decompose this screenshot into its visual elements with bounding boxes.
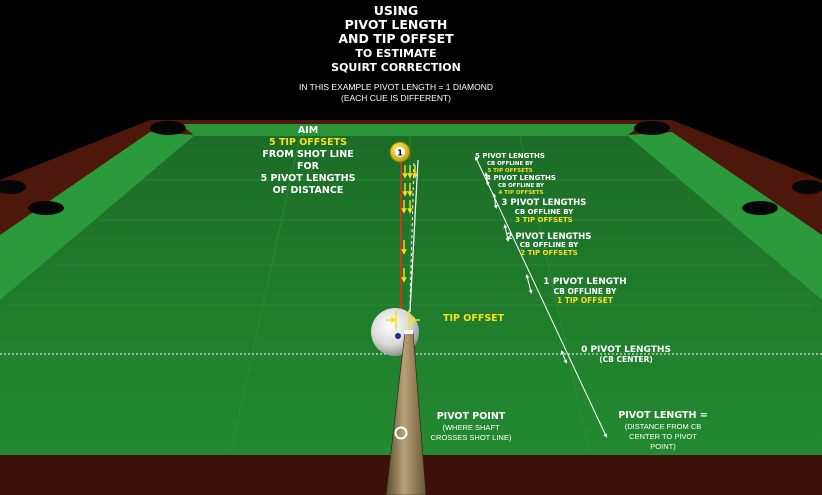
pivot-marker-2-detail: CB OFFLINE BY (520, 241, 580, 249)
pivot-marker-1-heading: 1 PIVOT LENGTH (543, 277, 626, 287)
pivot-marker-4-heading: 4 PIVOT LENGTHS (486, 174, 556, 182)
pocket-top-right (634, 121, 670, 135)
object-ball: 1 (389, 141, 411, 163)
pivot-marker-0-heading: 0 PIVOT LENGTHS (581, 345, 671, 355)
pivot-marker-1-detail: CB OFFLINE BY (554, 287, 617, 296)
subtitle-line-1: IN THIS EXAMPLE PIVOT LENGTH = 1 DIAMOND (299, 82, 493, 92)
pivot-point-note-line-2: (WHERE SHAFT (442, 423, 500, 432)
pool-table (0, 120, 822, 495)
aim-note-line-5: 5 PIVOT LENGTHS (261, 173, 356, 184)
pivot-marker-3: 3 PIVOT LENGTHS CB OFFLINE BY 3 TIP OFFS… (502, 198, 587, 224)
pocket-far-right-corner (792, 180, 822, 194)
title-line-3: AND TIP OFFSET (338, 31, 454, 46)
title-line-2: PIVOT LENGTH (345, 17, 448, 32)
pocket-right-side (742, 201, 778, 215)
pivot-marker-5: 5 PIVOT LENGTHS CB OFFLINE BY 5 TIP OFFS… (475, 152, 545, 174)
pivot-marker-1: 1 PIVOT LENGTH CB OFFLINE BY 1 TIP OFFSE… (543, 277, 626, 305)
pivot-marker-4-detail: CB OFFLINE BY (498, 183, 545, 189)
top-cushion (180, 124, 642, 136)
pocket-far-left-corner (0, 180, 26, 194)
aim-note-line-6: OF DISTANCE (273, 185, 344, 196)
pivot-point-marker (394, 426, 408, 440)
tip-offset-label: TIP OFFSET (443, 313, 505, 324)
title-line-5: SQUIRT CORRECTION (331, 61, 461, 74)
pivot-marker-4-highlight: 4 TIP OFFSETS (498, 190, 543, 196)
pivot-scale-ticks (484, 172, 568, 364)
pivot-length-scale-line (475, 156, 607, 438)
pivot-point-note-line-3: CROSSES SHOT LINE) (431, 433, 512, 442)
pivot-marker-2-heading: 2 PIVOT LENGTHS (507, 232, 592, 242)
right-cushion (627, 132, 822, 300)
pivot-point-note-line-1: PIVOT POINT (437, 411, 506, 422)
pocket-left-side (28, 201, 64, 215)
pivot-length-note-line-3: CENTER TO PIVOT (629, 432, 697, 441)
title-line-4: TO ESTIMATE (355, 47, 436, 60)
pocket-top-left (150, 121, 186, 135)
object-ball-number: 1 (397, 149, 403, 158)
pivot-marker-3-heading: 3 PIVOT LENGTHS (502, 198, 587, 208)
pivot-length-note: PIVOT LENGTH = (DISTANCE FROM CB CENTER … (618, 410, 707, 451)
pivot-marker-3-detail: CB OFFLINE BY (515, 208, 575, 216)
aim-note-line-3: FROM SHOT LINE (262, 149, 353, 160)
aim-note-line-4: FOR (297, 161, 320, 172)
pivot-marker-0: 0 PIVOT LENGTHS (CB CENTER) (581, 345, 671, 364)
pivot-marker-2-highlight: 2 TIP OFFSETS (520, 249, 577, 257)
pivot-point-note: PIVOT POINT (WHERE SHAFT CROSSES SHOT LI… (431, 411, 512, 442)
pivot-marker-5-heading: 5 PIVOT LENGTHS (475, 152, 545, 160)
subtitle-line-2: (EACH CUE IS DIFFERENT) (341, 93, 451, 103)
pivot-marker-4: 4 PIVOT LENGTHS CB OFFLINE BY 4 TIP OFFS… (486, 174, 556, 196)
pivot-marker-0-detail: (CB CENTER) (599, 355, 653, 364)
cue-tip (404, 330, 413, 334)
left-cushion (0, 132, 195, 300)
diagram-title: USING PIVOT LENGTH AND TIP OFFSET TO EST… (331, 3, 461, 74)
pivot-length-note-line-2: (DISTANCE FROM CB (625, 422, 702, 431)
title-line-1: USING (374, 3, 419, 18)
pivot-length-note-line-1: PIVOT LENGTH = (618, 410, 707, 421)
aim-note-line-1: AIM (298, 125, 318, 136)
pivot-length-note-line-4: POINT) (650, 442, 676, 451)
pivot-marker-3-highlight: 3 TIP OFFSETS (515, 216, 572, 224)
tip-offset-arrows (401, 165, 418, 283)
aim-note-line-2: 5 TIP OFFSETS (269, 137, 347, 148)
tip-offset-indicator (386, 310, 420, 330)
pivot-marker-2: 2 PIVOT LENGTHS CB OFFLINE BY 2 TIP OFFS… (507, 232, 592, 257)
pivot-marker-5-detail: CB OFFLINE BY (487, 161, 534, 167)
aim-line (409, 159, 419, 313)
diagram-subtitle: IN THIS EXAMPLE PIVOT LENGTH = 1 DIAMOND… (299, 82, 493, 103)
aim-note: AIM 5 TIP OFFSETS FROM SHOT LINE FOR 5 P… (261, 125, 356, 196)
pivot-marker-5-highlight: 5 TIP OFFSETS (487, 168, 532, 174)
pivot-marker-1-highlight: 1 TIP OFFSET (557, 296, 614, 305)
